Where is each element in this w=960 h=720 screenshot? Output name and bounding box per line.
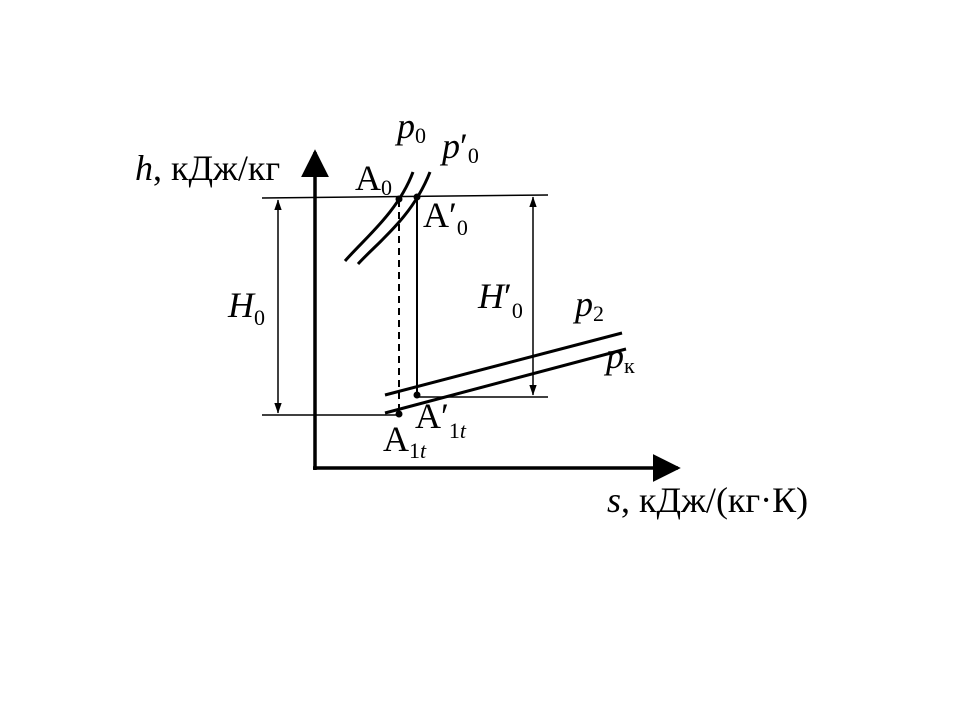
level-line-A0	[261, 194, 549, 199]
label-A0-prime: А′0	[423, 195, 468, 240]
point-A0	[395, 195, 403, 203]
y-axis-label: h, кДж/кг	[135, 148, 280, 188]
label-p2: p2	[572, 284, 604, 326]
point-A1t	[395, 410, 403, 418]
isobar-p0	[343, 171, 415, 262]
label-H0: H0	[227, 285, 265, 330]
label-H0-prime: H′0	[477, 276, 523, 323]
label-p0: p0	[394, 106, 426, 148]
label-A1t-prime: А′1t	[415, 396, 467, 443]
label-pk: pк	[603, 336, 635, 378]
label-A1t: А1t	[383, 419, 427, 463]
point-A0-prime	[413, 193, 421, 201]
label-A0: А0	[355, 158, 392, 200]
isobar-p0-prime	[356, 171, 432, 266]
label-p0-prime: p′0	[439, 126, 479, 168]
isobar-pk	[384, 347, 627, 415]
point-A1t-prime	[413, 391, 421, 399]
x-axis-label: s, кДж/(кг·К)	[607, 480, 808, 520]
isobar-p2	[384, 331, 623, 397]
